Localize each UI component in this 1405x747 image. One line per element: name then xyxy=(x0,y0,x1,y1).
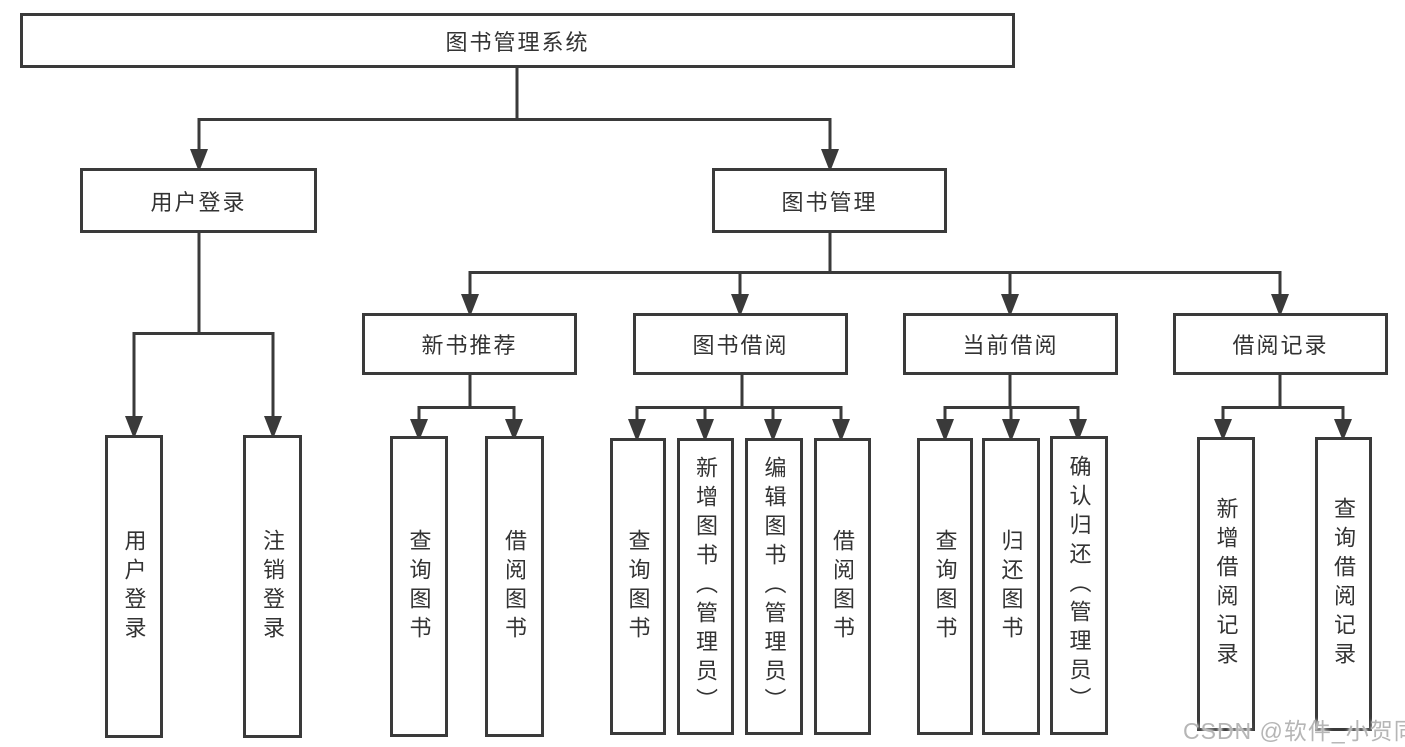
connector-segments xyxy=(132,68,1345,421)
node-user-login: 用户登录 xyxy=(80,168,317,233)
leaf-logout: 注销登录 xyxy=(243,435,302,738)
node-borrow-records-label: 借阅记录 xyxy=(1232,333,1329,358)
leaf-br-query-record-label: 查询借阅记录 xyxy=(1331,497,1357,671)
leaf-user-login: 用户登录 xyxy=(105,435,163,738)
node-book-management: 图书管理 xyxy=(712,168,947,233)
leaf-nb-borrow-books: 借阅图书 xyxy=(485,436,544,737)
leaf-cb-return-books-label: 归还图书 xyxy=(998,528,1024,645)
leaf-nb-query-books: 查询图书 xyxy=(390,436,448,737)
node-root: 图书管理系统 xyxy=(20,13,1015,68)
leaf-bb-add-book-admin-label: 新增图书（管理员） xyxy=(693,456,719,717)
arrow-down-icons xyxy=(125,149,1352,442)
leaf-cb-query-books: 查询图书 xyxy=(917,438,973,735)
leaf-cb-return-books: 归还图书 xyxy=(982,438,1040,735)
node-new-book-recommend-label: 新书推荐 xyxy=(421,333,518,358)
leaf-cb-confirm-return-admin: 确认归还（管理员） xyxy=(1050,436,1108,735)
leaf-bb-borrow-books: 借阅图书 xyxy=(814,438,871,735)
node-current-borrow-label: 当前借阅 xyxy=(962,333,1059,358)
leaf-bb-query-books: 查询图书 xyxy=(610,438,666,735)
leaf-bb-borrow-books-label: 借阅图书 xyxy=(830,528,856,645)
leaf-bb-query-books-label: 查询图书 xyxy=(625,528,651,645)
leaf-cb-query-books-label: 查询图书 xyxy=(932,528,958,645)
node-borrow-records: 借阅记录 xyxy=(1173,313,1388,375)
leaf-nb-query-books-label: 查询图书 xyxy=(406,528,432,645)
node-user-login-label: 用户登录 xyxy=(150,189,247,215)
leaf-nb-borrow-books-label: 借阅图书 xyxy=(502,528,528,645)
node-current-borrow: 当前借阅 xyxy=(903,313,1118,375)
leaf-br-query-record: 查询借阅记录 xyxy=(1315,437,1372,731)
leaf-bb-edit-book-admin-label: 编辑图书（管理员） xyxy=(761,456,787,717)
node-book-borrow-label: 图书借阅 xyxy=(692,333,789,358)
leaf-user-login-label: 用户登录 xyxy=(121,528,147,645)
node-book-management-label: 图书管理 xyxy=(781,189,878,215)
leaf-br-add-record: 新增借阅记录 xyxy=(1197,437,1255,731)
node-book-borrow: 图书借阅 xyxy=(633,313,848,375)
leaf-logout-label: 注销登录 xyxy=(260,528,286,645)
leaf-cb-confirm-return-admin-label: 确认归还（管理员） xyxy=(1066,455,1092,716)
leaf-br-add-record-label: 新增借阅记录 xyxy=(1213,497,1239,671)
leaf-bb-edit-book-admin: 编辑图书（管理员） xyxy=(745,438,803,735)
node-new-book-recommend: 新书推荐 xyxy=(362,313,577,375)
node-root-label: 图书管理系统 xyxy=(445,29,590,55)
leaf-bb-add-book-admin: 新增图书（管理员） xyxy=(677,438,734,735)
